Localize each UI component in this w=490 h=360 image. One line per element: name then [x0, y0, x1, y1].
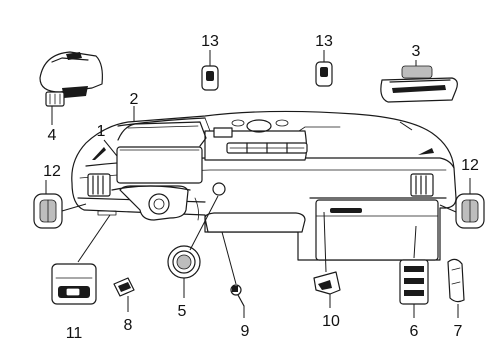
part-7-bracket [447, 258, 465, 303]
callout-7: 7 [454, 323, 463, 340]
callout-4: 4 [48, 127, 57, 144]
part-5-round-vent [167, 245, 201, 279]
callout-11: 11 [66, 325, 83, 342]
leader-lines [45, 50, 471, 318]
callout-2: 2 [130, 91, 139, 108]
callout-5: 5 [178, 303, 187, 320]
part-8-switch [113, 277, 135, 297]
left-side-vents [87, 173, 111, 197]
part-12-left-side-vent [33, 193, 63, 229]
instrument-panel [71, 110, 457, 261]
callout-numbers: 13 13 3 4 2 1 12 12 11 8 5 9 10 6 7 [43, 33, 479, 342]
callout-13-right: 13 [315, 33, 333, 50]
part-12-right-side-vent [455, 193, 485, 229]
right-side-vents [410, 173, 434, 197]
callout-8: 8 [124, 317, 133, 334]
part-13-left-sensor [201, 65, 219, 91]
callout-13-left: 13 [201, 33, 219, 50]
part-6-control-module [399, 259, 429, 305]
callout-10: 10 [322, 313, 340, 330]
callout-12-left: 12 [43, 163, 61, 180]
part-11-vent-assembly [51, 263, 97, 305]
callout-1: 1 [97, 123, 106, 140]
part-13-right-sensor [315, 61, 333, 87]
part-10-bracket [313, 271, 341, 295]
part-3-upper-module [380, 65, 458, 103]
part-4-upper-left-module [39, 51, 103, 107]
part-9-sensor [230, 284, 245, 307]
callout-6: 6 [410, 323, 419, 340]
callout-9: 9 [241, 323, 250, 340]
callout-12-right: 12 [461, 157, 479, 174]
center-vents [226, 142, 308, 154]
callout-3: 3 [412, 43, 421, 60]
